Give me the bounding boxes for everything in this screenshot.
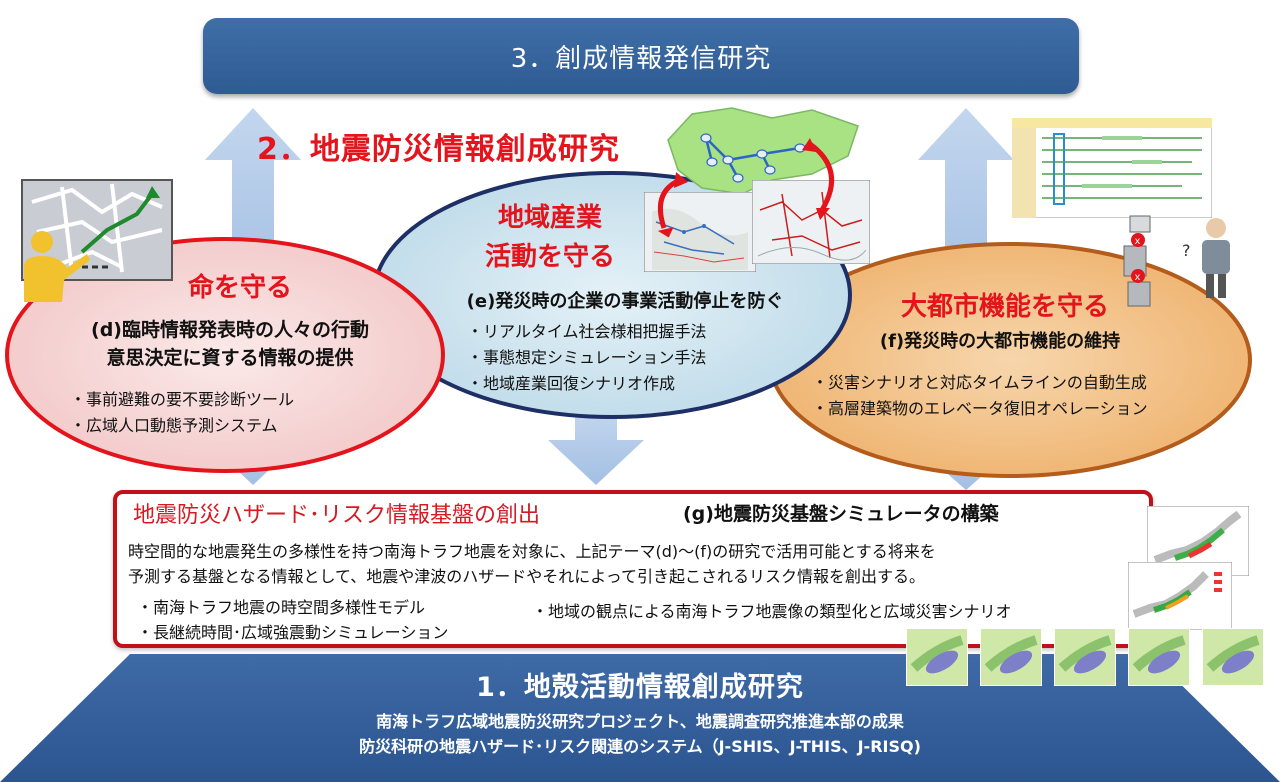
hazard-bullet: ・地域の観点による南海トラフ地震像の類型化と広域災害シナリオ [532,602,1012,621]
life-subtitle-line1: (d)臨時情報発表時の人々の行動 [91,319,369,341]
life-subtitle-line2: 意思決定に資する情報の提供 [106,347,354,369]
red-cycle-arrows-icon [657,138,835,238]
timeline-chart-icon [1012,118,1212,218]
hazard-info-box [113,490,1153,648]
japan-hazard-map-icon [1128,562,1232,630]
life-title: 命を守る [187,273,292,303]
life-bullet: ・事前避難の要不要診断ツール [70,390,295,409]
simulation-map-icon [906,628,968,686]
city-subtitle: (f)発災時の大都市機能の維持 [879,331,1121,352]
simulation-map-icon [1054,628,1116,686]
life-ellipse [5,237,445,473]
life-bullet: ・広域人口動態予測システム [70,416,278,435]
industry-bullet: ・リアルタイム社会様相把握手法 [467,322,707,341]
city-title: 大都市機能を守る [900,292,1109,322]
hazard-heading: 地震防災ハザード･リスク情報基盤の創出 [133,503,541,528]
city-bullet: ・災害シナリオと対応タイムラインの自動生成 [812,373,1147,392]
base-trapezoid [0,654,1280,782]
top-banner-title: 3．創成情報発信研究 [510,43,772,74]
section2-title: 2．地震防災情報創成研究 [257,132,620,167]
base-line1: 南海トラフ広域地震防災研究プロジェクト、地震調査研究推進本部の成果 [376,712,904,731]
network-map-icon [667,107,859,195]
simulation-map-row [906,628,1268,688]
hazard-bullet: ・南海トラフ地震の時空間多様性モデル [137,598,426,617]
industry-bullet: ・事態想定シミュレーション手法 [467,348,707,367]
down-arrow-icon [548,410,644,485]
base-line2: 防災科研の地震ハザード･リスク関連のシステム（J-SHIS、J-THIS、J-R… [359,737,921,756]
simulation-map-icon [1202,628,1264,686]
industry-bullet: ・地域産業回復シナリオ作成 [467,374,676,393]
top-banner: 3．創成情報発信研究 [203,18,1079,94]
svg-text:x: x [1135,236,1141,247]
industry-title-line2: 活動を守る [484,242,615,272]
svg-text:x: x [1135,272,1141,283]
industry-subtitle: (e)発災時の企業の事業活動停止を防ぐ [466,291,784,312]
presenter-icon [21,179,173,302]
hazard-subheading: (g)地震防災基盤シミュレータの構築 [683,503,999,525]
city-bullet: ・高層建築物のエレベータ復旧オペレーション [812,399,1148,418]
worker-icon: x x ? [1123,215,1230,307]
industry-title-line1: 地域産業 [497,203,602,233]
up-arrow-icon [918,108,1014,300]
hazard-description-line2: 予測する基盤となる情報として、地震や津波のハザードやそれによって引き起こされるリ… [128,567,925,586]
up-arrow-icon [205,108,301,300]
hazard-description-line1: 時空間的な地震発生の多様性を持つ南海トラフ地震を対象に、上記テーマ(d)～(f)… [128,542,936,561]
hazard-bullet: ・長継続時間･広域強震動シミュレーション [137,623,449,642]
simulation-map-icon [980,628,1042,686]
simulation-map-icon [1128,628,1190,686]
region-map-icon [752,180,870,264]
base-title: 1．地殻活動情報創成研究 [476,672,804,703]
svg-text:?: ? [1182,241,1191,260]
